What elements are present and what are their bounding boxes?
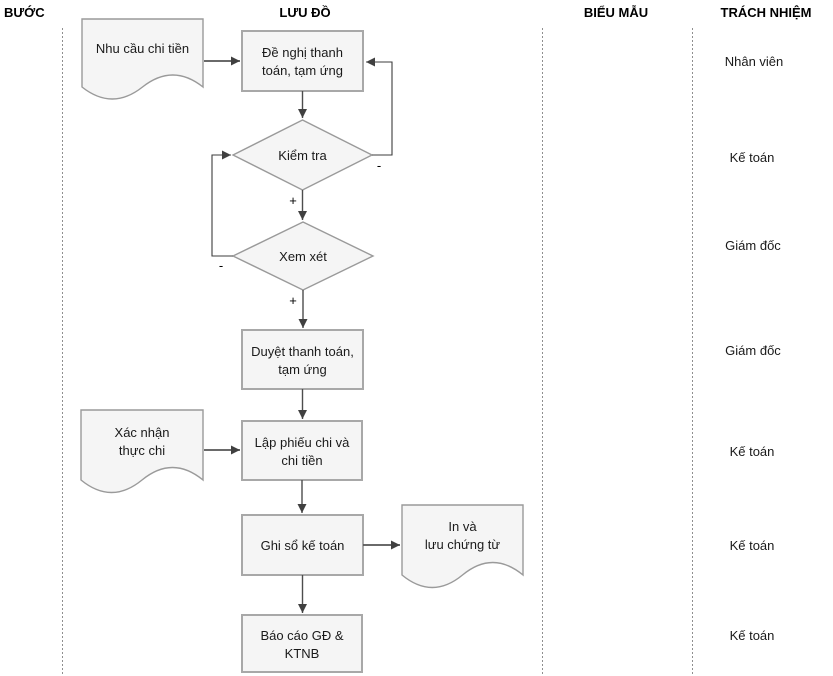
process-approve-label-line2: tạm ứng: [278, 362, 326, 377]
document-need-shape: [81, 18, 204, 100]
document-confirm-shape: [80, 409, 204, 494]
process-request-label-line2: toán, tạm ứng: [262, 63, 343, 78]
process-ledger-label: Ghi sổ kế toán: [261, 538, 345, 553]
document-print-label-line1: In và: [448, 519, 477, 534]
column-header-bieu-mau: BIỂU MẪU: [584, 5, 648, 20]
column-header-trach-nhiem: TRÁCH NHIỆM: [721, 5, 812, 20]
process-ledger-shape: [241, 514, 364, 576]
document-need-label: Nhu cầu chi tiền: [96, 41, 189, 56]
branch-label-review-minus: -: [219, 258, 223, 273]
decision-review-label: Xem xét: [279, 249, 327, 264]
document-print-shape: [401, 504, 524, 589]
process-payment-shape: [241, 420, 363, 481]
process-report-shape: [241, 614, 363, 673]
responsibility-director-2: Giám đốc: [725, 343, 781, 358]
responsibility-accountant-4: Kế toán: [730, 628, 775, 643]
branch-label-review-plus: +: [289, 293, 297, 308]
process-payment-label-line1: Lập phiếu chi và: [255, 435, 350, 450]
process-approve-label-line1: Duyệt thanh toán,: [251, 344, 354, 359]
document-confirm-label-line1: Xác nhận: [115, 425, 170, 440]
document-confirm-label-line2: thực chi: [119, 443, 165, 458]
responsibility-accountant-2: Kế toán: [730, 444, 775, 459]
document-print-label-line2: lưu chứng từ: [425, 537, 501, 552]
branch-label-check-plus: +: [289, 193, 297, 208]
column-header-luu-do: LƯU ĐỒ: [279, 5, 330, 20]
arrow-review-fail-loop: [211, 150, 233, 257]
process-approve-shape: [241, 329, 364, 390]
decision-check-label: Kiểm tra: [278, 148, 327, 163]
process-report-label-line1: Báo cáo GĐ &: [260, 628, 343, 643]
process-payment-label-line2: chi tiền: [281, 453, 322, 468]
responsibility-director-1: Giám đốc: [725, 238, 781, 253]
process-request-shape: [241, 30, 364, 92]
responsibility-staff: Nhân viên: [725, 54, 784, 69]
branch-label-check-minus: -: [377, 158, 381, 173]
process-request-label-line1: Đề nghị thanh: [262, 45, 343, 60]
responsibility-accountant-1: Kế toán: [730, 150, 775, 165]
responsibility-accountant-3: Kế toán: [730, 538, 775, 553]
column-header-buoc: BƯỚC: [4, 5, 45, 20]
arrow-check-fail-loop: [366, 57, 393, 156]
process-report-label-line2: KTNB: [285, 646, 320, 661]
